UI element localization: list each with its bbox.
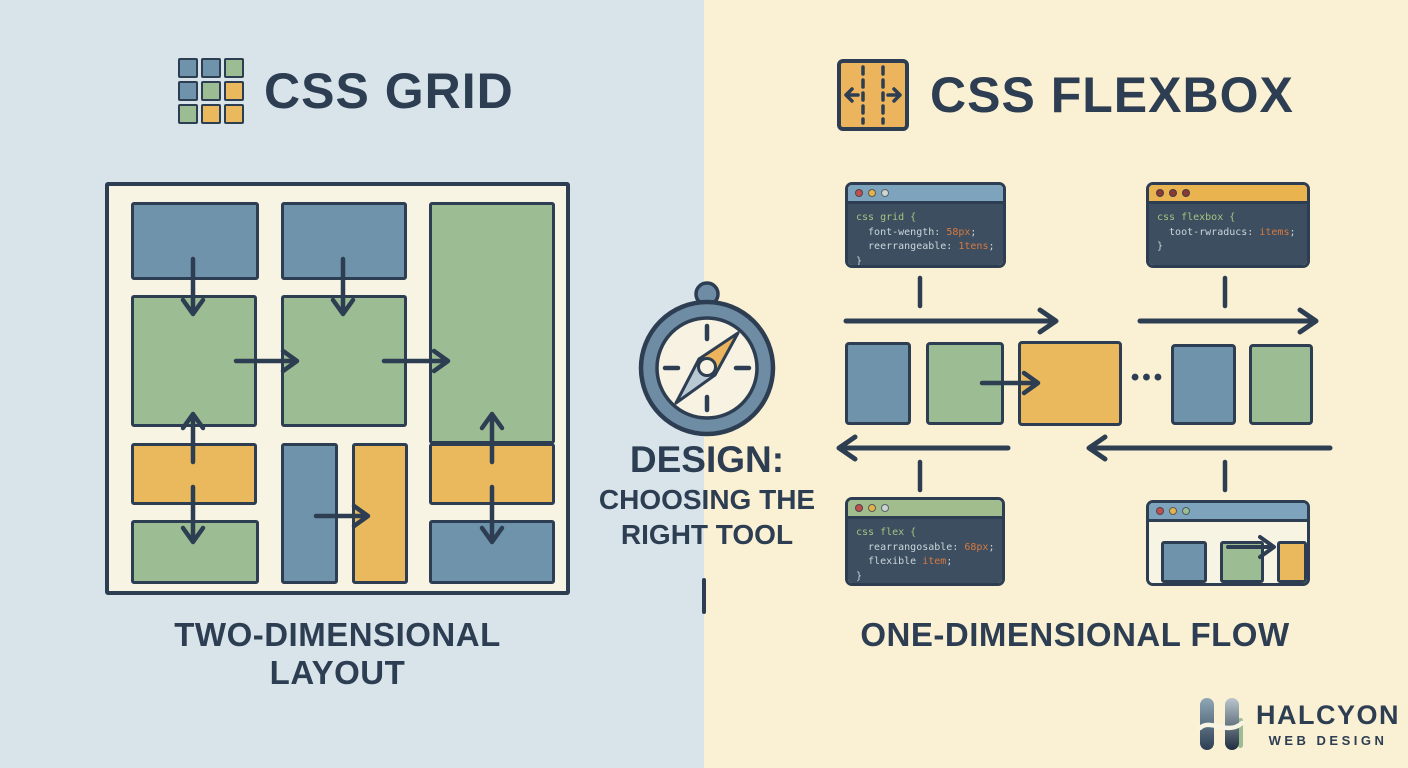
code-line: reerrangeable: 1tens;	[856, 241, 995, 252]
code-line: css flex {	[856, 527, 917, 538]
grid-icon-cell-blue	[201, 58, 221, 78]
grid-cell-green	[131, 520, 259, 584]
code-line: }	[1157, 241, 1164, 252]
flex-row-item-green	[1249, 344, 1313, 425]
grid-icon-cell-yellow	[201, 104, 221, 124]
grid-icon-cell-blue	[178, 58, 198, 78]
minimize-button-icon	[1169, 189, 1177, 197]
grid-cell-green	[281, 295, 407, 427]
grid-cell-blue	[281, 202, 407, 280]
flex-row-item-blue	[845, 342, 911, 425]
window-titlebar	[1149, 185, 1307, 204]
code-line: flexible item;	[856, 556, 953, 567]
halcyon-h-icon	[1198, 698, 1244, 750]
code-line: }	[856, 570, 863, 582]
close-button-icon	[855, 504, 863, 512]
grid-icon-cell-green	[224, 58, 244, 78]
code-window-css-grid: css grid { font-wength: 58px; reerrangea…	[845, 182, 1006, 268]
browser-content	[1149, 522, 1307, 583]
code-line: css grid {	[856, 212, 917, 223]
maximize-button-icon	[1182, 189, 1190, 197]
grid-cell-blue	[429, 520, 555, 584]
halcyon-logo: HALCYON WEB DESIGN	[1198, 696, 1400, 752]
grid-icon-cell-yellow	[224, 81, 244, 101]
maximize-button-icon	[1182, 507, 1190, 515]
css-grid-title: CSS GRID	[264, 63, 514, 119]
css-flexbox-title-row: CSS FLEXBOX	[836, 58, 1294, 132]
center-text-block: DESIGN: CHOOSING THE RIGHT TOOL	[554, 438, 860, 552]
close-button-icon	[1156, 507, 1164, 515]
code-line: font-wength: 58px;	[856, 226, 977, 238]
flexbox-icon	[837, 59, 909, 131]
logo-name: HALCYON	[1256, 700, 1400, 730]
close-button-icon	[1156, 189, 1164, 197]
code-line: css flexbox {	[1157, 212, 1236, 223]
code-line: rearrangosable: 68px;	[856, 541, 995, 553]
close-button-icon	[855, 189, 863, 197]
css-flexbox-code-snippet: css flexbox { toot-rwraducs: items;}	[1149, 204, 1307, 265]
right-caption: ONE-DIMENSIONAL FLOW	[860, 616, 1290, 653]
ellipsis-dots: •••	[1130, 364, 1166, 391]
grid-icon	[178, 58, 244, 124]
logo-text: HALCYON WEB DESIGN	[1256, 700, 1400, 748]
window-titlebar	[848, 185, 1003, 204]
grid-cell-yellow	[429, 443, 555, 505]
maximize-button-icon	[881, 189, 889, 197]
left-caption: TWO-DIMENSIONAL LAYOUT	[174, 616, 501, 691]
grid-cell-blue-narrow	[281, 443, 338, 584]
divider-tick	[702, 578, 706, 614]
flex-row-item-blue	[1171, 344, 1236, 425]
window-titlebar	[1149, 503, 1307, 522]
flex-item-green	[1220, 541, 1264, 583]
css-flex-code-snippet: css flex { rearrangosable: 68px; flexibl…	[848, 519, 1002, 583]
code-line: }	[856, 255, 863, 267]
flex-item-blue	[1161, 541, 1207, 583]
center-heading: DESIGN:	[629, 439, 785, 480]
two-dimensional-layout-diagram	[105, 182, 570, 595]
maximize-button-icon	[881, 504, 889, 512]
minimize-button-icon	[868, 504, 876, 512]
compass-icon	[638, 281, 776, 437]
logo-tagline: WEB DESIGN	[1268, 733, 1388, 748]
grid-cell-yellow-narrow	[352, 443, 408, 584]
grid-cell-green	[131, 295, 257, 427]
grid-icon-cell-blue	[178, 81, 198, 101]
css-flexbox-title: CSS FLEXBOX	[930, 67, 1294, 123]
grid-cell-green-tall	[429, 202, 555, 444]
css-grid-code-snippet: css grid { font-wength: 58px; reerrangea…	[848, 204, 1003, 267]
center-line3: RIGHT TOOL	[620, 519, 794, 551]
code-line: toot-rwraducs: items;	[1157, 226, 1296, 238]
minimize-button-icon	[1169, 507, 1177, 515]
code-window-css-flexbox: css flexbox { toot-rwraducs: items;}	[1146, 182, 1310, 268]
grid-cell-yellow	[131, 443, 257, 505]
grid-icon-cell-green	[201, 81, 221, 101]
flex-row-item-yellow	[1018, 341, 1122, 426]
flex-row-item-green	[926, 342, 1004, 425]
flex-item-yellow	[1277, 541, 1307, 583]
browser-window-flex-row	[1146, 500, 1310, 586]
grid-icon-cell-green	[178, 104, 198, 124]
grid-cell-blue	[131, 202, 259, 280]
css-grid-title-row: CSS GRID	[178, 58, 514, 124]
window-titlebar	[848, 500, 1002, 519]
minimize-button-icon	[868, 189, 876, 197]
code-window-css-flex: css flex { rearrangosable: 68px; flexibl…	[845, 497, 1005, 586]
center-line2: CHOOSING THE	[598, 484, 816, 516]
grid-icon-cell-yellow	[224, 104, 244, 124]
